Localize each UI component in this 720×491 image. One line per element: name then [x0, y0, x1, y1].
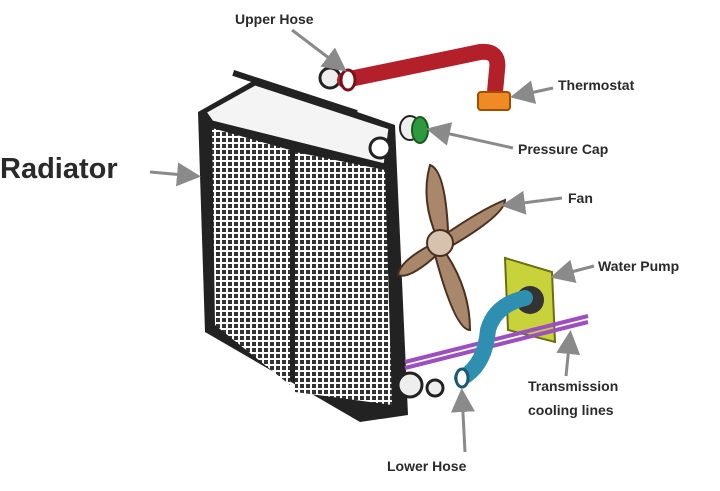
label-upper-hose: Upper Hose [235, 11, 314, 27]
label-thermostat: Thermostat [558, 77, 635, 93]
label-fan: Fan [568, 190, 593, 206]
label-pressure-cap: Pressure Cap [518, 141, 609, 157]
fan-illustration [396, 163, 507, 332]
label-radiator: Radiator [0, 153, 118, 185]
lower-hose-illustration [454, 290, 533, 386]
label-cooling-lines: cooling lines [528, 402, 614, 418]
label-transmission: Transmission [528, 378, 619, 394]
thermostat-illustration [477, 91, 511, 111]
upper-hose-illustration [337, 43, 506, 100]
label-water-pump: Water Pump [598, 258, 680, 274]
callout-arrows [149, 28, 595, 453]
pressure-cap-illustration [399, 115, 429, 144]
label-lower-hose: Lower Hose [387, 458, 467, 474]
transmission-lines-illustration [404, 314, 589, 370]
radiator-illustration [198, 66, 445, 422]
